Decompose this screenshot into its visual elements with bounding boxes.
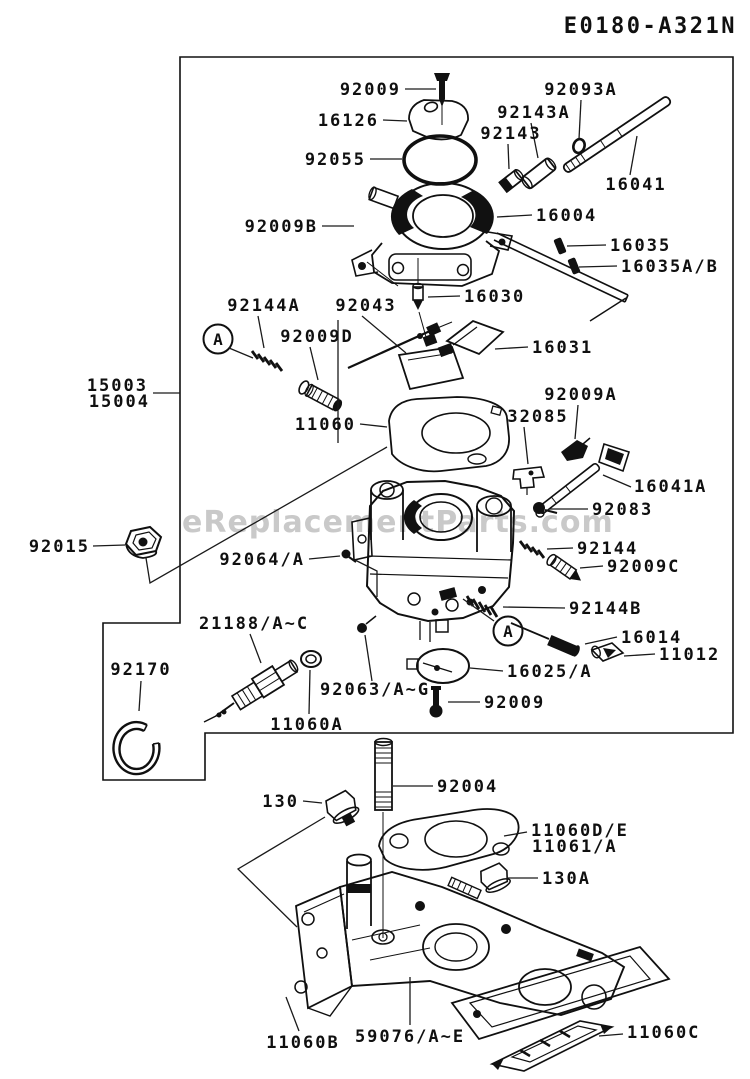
part-drawing-92144B: [465, 595, 499, 618]
part-label-92009d: 92009D: [280, 327, 353, 347]
part-drawing-92093A: [572, 137, 586, 155]
part-drawing-11060A: [300, 650, 322, 668]
part-label-32085: 32085: [507, 407, 568, 427]
part-label-11060b: 11060B: [266, 1033, 339, 1053]
part-drawing-92064-a: [341, 549, 357, 563]
part-label-92004: 92004: [437, 777, 498, 797]
part-label-92009-top: 92009: [340, 80, 401, 100]
part-drawing-11012: [590, 642, 625, 662]
part-drawing-16004: [351, 182, 514, 287]
part-label-16025-a: 16025/A: [507, 662, 593, 682]
part-label-21188-a-c: 21188/A~C: [199, 614, 309, 634]
part-label-92143a: 92143A: [497, 103, 570, 123]
part-label-59076-a-e: 59076/A~E: [355, 1027, 465, 1047]
part-drawing-92143: [498, 168, 524, 194]
callout-marker-a-lower: A: [462, 598, 524, 647]
part-label-16031: 16031: [532, 338, 593, 358]
part-drawing-16031: [397, 311, 505, 391]
part-label-92143: 92143: [480, 124, 541, 144]
part-drawing-92055: [402, 134, 478, 186]
part-drawing-59076-a-e: [294, 853, 671, 1041]
part-label-16041a: 16041A: [634, 477, 707, 497]
part-drawing-16035a-b: [567, 257, 581, 275]
part-drawing-16014: [510, 622, 580, 657]
part-label-11012: 11012: [659, 645, 720, 665]
part-label-92009c: 92009C: [607, 557, 680, 577]
part-label-92083: 92083: [592, 500, 653, 520]
part-label-92144a: 92144A: [227, 296, 300, 316]
callout-marker-a-upper: A: [202, 323, 254, 359]
part-drawing-16041A: [535, 442, 631, 518]
part-label-15004: 15004: [89, 392, 150, 412]
part-drawing-130A: [447, 862, 511, 900]
part-label-11060a: 11060A: [270, 715, 343, 735]
part-drawing-130: [325, 789, 360, 827]
part-label-92009b: 92009B: [245, 217, 318, 237]
part-label-92015: 92015: [29, 537, 90, 557]
part-label-92043: 92043: [335, 296, 396, 316]
part-drawing-throttle-link-rod: [493, 232, 629, 322]
part-drawing-92083: [533, 502, 558, 514]
part-drawing-92009D: [298, 380, 343, 412]
part-drawing-32085: [512, 466, 546, 495]
diagram-frame: [102, 56, 734, 781]
part-label-11060c: 11060C: [627, 1023, 700, 1043]
part-label-16035: 16035: [610, 236, 671, 256]
part-label-92009a: 92009A: [544, 385, 617, 405]
part-drawing-16126: [408, 99, 469, 141]
part-label-11061-a: 11061/A: [532, 837, 618, 857]
part-drawing-92143A: [521, 157, 557, 190]
part-drawing-16025-a: [406, 648, 470, 684]
part-label-16041: 16041: [605, 175, 666, 195]
part-drawing-92144A: [250, 350, 284, 372]
part-drawing-92009A: [561, 437, 591, 461]
part-drawing-16030: [412, 258, 424, 310]
part-drawing-92170: [112, 720, 161, 776]
part-drawing-16035: [553, 237, 567, 255]
leader-lines: [92, 88, 656, 1037]
part-drawing-92004: [374, 737, 393, 938]
part-label-16035a-b: 16035A/B: [621, 257, 719, 277]
part-label-130a: 130A: [542, 869, 591, 889]
part-label-16004: 16004: [536, 206, 597, 226]
part-drawing-92009-bowl: [429, 686, 443, 718]
part-drawing-16041: [562, 96, 672, 173]
part-label-16126: 16126: [318, 111, 379, 131]
part-label-15003: 15003: [87, 376, 148, 396]
callout-letter: A: [213, 330, 223, 349]
part-label-92144: 92144: [577, 539, 638, 559]
part-drawing-92015: [124, 525, 163, 559]
part-label-16030: 16030: [464, 287, 525, 307]
part-label-130: 130: [262, 792, 299, 812]
part-label-92063-a-g: 92063/A~G: [320, 680, 430, 700]
drawing-number: E0180-A321N: [564, 14, 737, 39]
part-drawing-92144: [518, 540, 546, 559]
part-drawing-11060d-e: [378, 808, 520, 871]
part-labels: 92009 16126 92055 92093A 92143A 92143 16…: [29, 80, 720, 1053]
part-drawing-11060C: [489, 1020, 615, 1072]
part-label-92093a: 92093A: [544, 80, 617, 100]
part-label-92064-a: 92064/A: [219, 550, 305, 570]
part-label-11060: 11060: [295, 415, 356, 435]
part-label-16014: 16014: [621, 628, 682, 648]
callout-letter: A: [503, 622, 513, 641]
part-drawing-11060: [388, 396, 510, 473]
part-label-11060d-e: 11060D/E: [531, 821, 629, 841]
part-drawing-carburetor-body: [351, 479, 516, 642]
part-drawing-92063-a-g: [357, 615, 377, 633]
part-label-92055: 92055: [305, 150, 366, 170]
part-drawing-92009C: [546, 553, 582, 581]
part-label-92144b: 92144B: [569, 599, 642, 619]
part-label-92009-bowl: 92009: [484, 693, 545, 713]
part-label-92170: 92170: [110, 660, 171, 680]
part-drawing-92043: [347, 321, 453, 370]
part-drawing-21188-a-c: [203, 659, 299, 723]
